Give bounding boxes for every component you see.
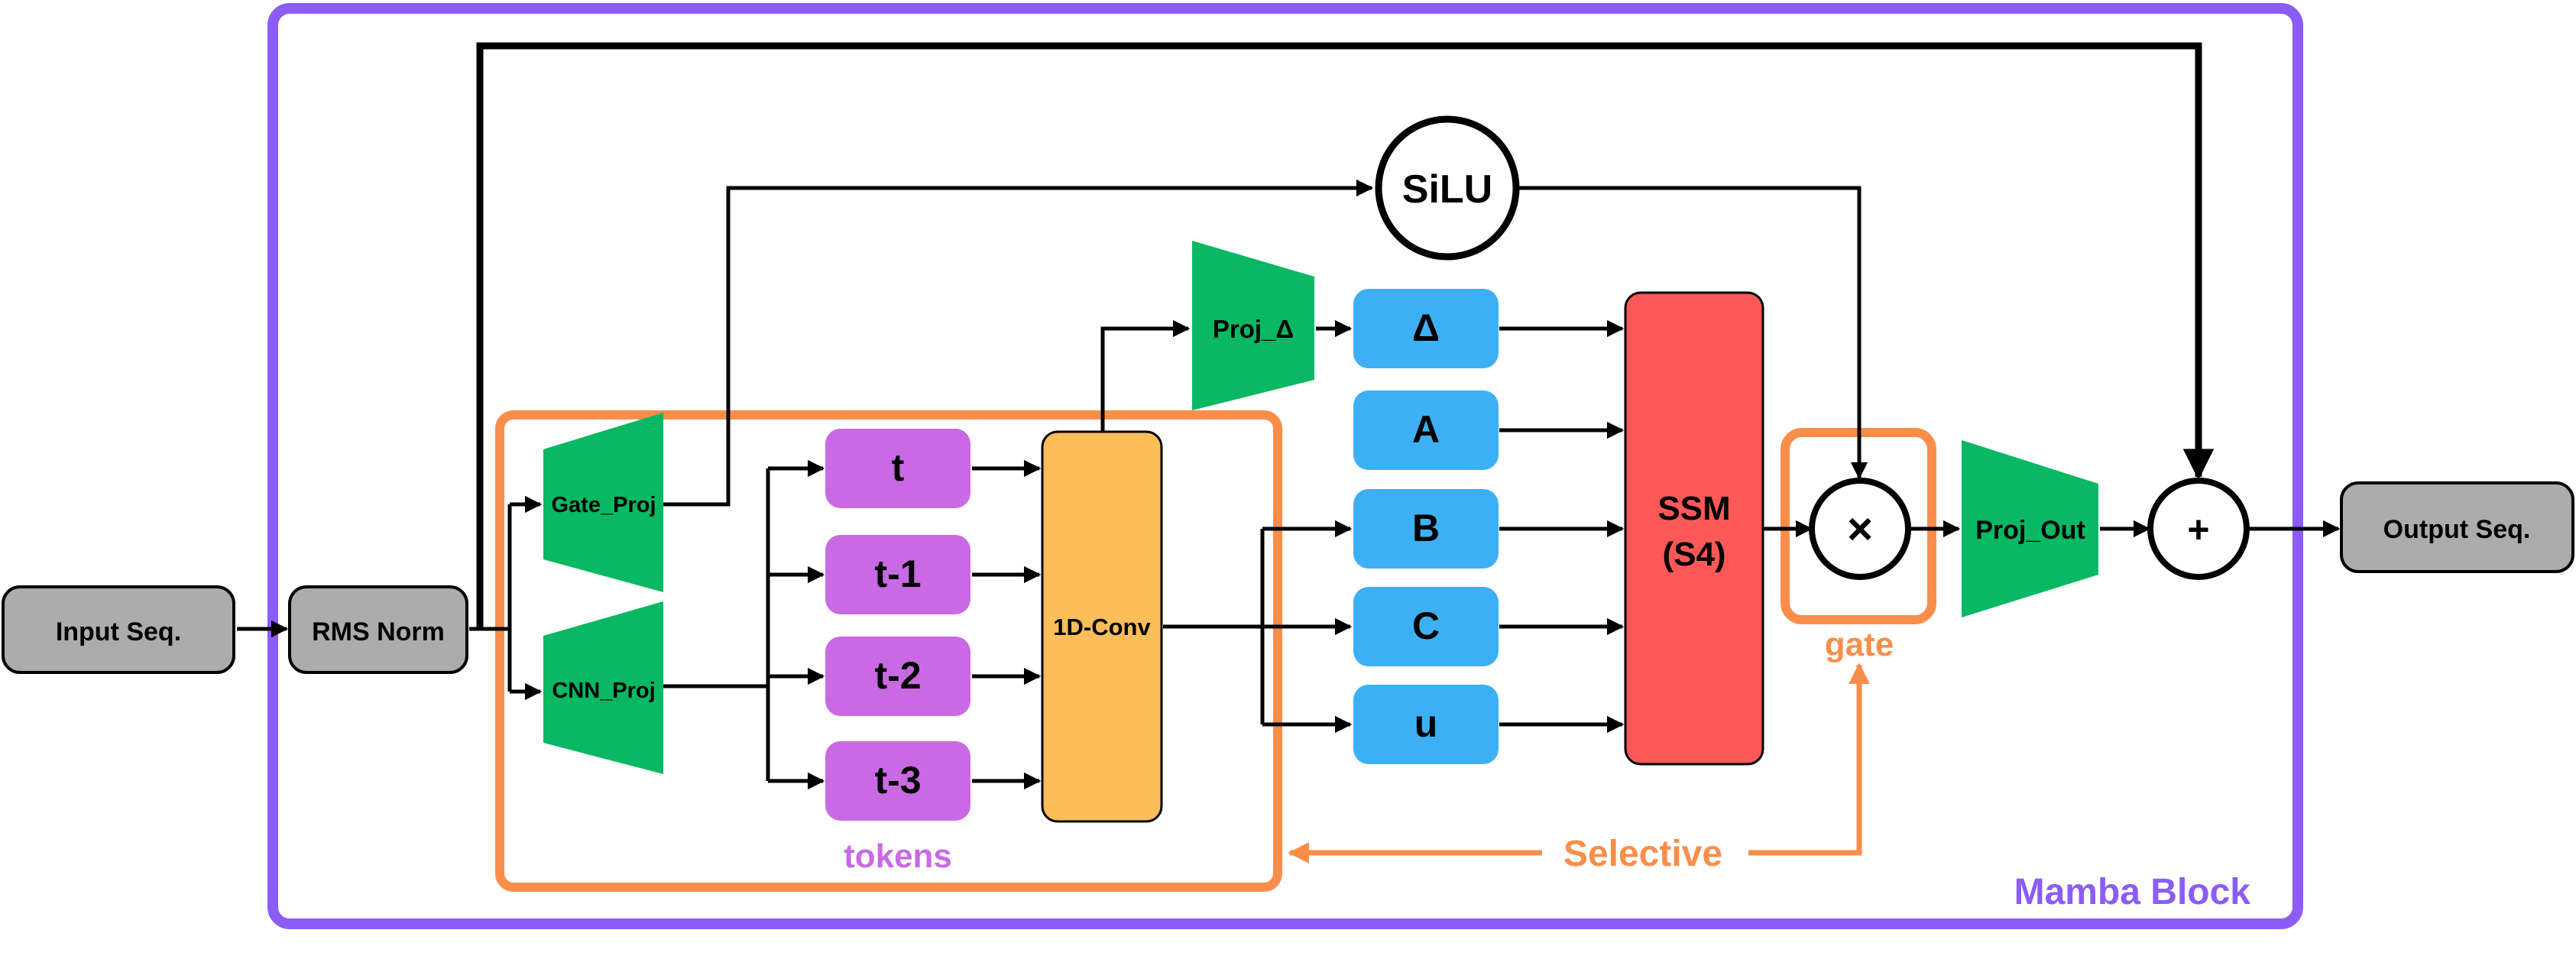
selective-connections (1288, 663, 1870, 863)
cnn-proj-trapezoid (543, 601, 663, 774)
token-t1-label: t-1 (874, 552, 921, 595)
selective-region (495, 410, 1282, 892)
arrow-conv-to-proj-delta (1100, 319, 1191, 432)
arrow-gate-proj-to-silu (663, 179, 1374, 507)
output-seq-node (2340, 481, 2574, 573)
token-t1 (825, 535, 970, 614)
add-node (2147, 478, 2250, 580)
arrow-selective-to-gate (1748, 663, 1870, 856)
output-seq-label: Output Seq. (2383, 515, 2531, 544)
conv-node (1041, 430, 1163, 823)
cnn-proj-label: CNN_Proj (552, 679, 655, 703)
multiply-node (1809, 478, 1911, 580)
token-t-label: t (892, 446, 905, 489)
ssm-node (1624, 291, 1764, 766)
selective-label: Selective (1563, 834, 1722, 874)
token-t3-label: t-3 (874, 759, 921, 802)
tokens-label: tokens (844, 838, 952, 875)
add-label: + (2187, 508, 2209, 551)
param-u-node (1353, 685, 1499, 764)
token-t3 (825, 741, 970, 821)
param-c-node (1353, 587, 1499, 666)
param-c-label: C (1412, 604, 1440, 647)
silu-label: SiLU (1402, 167, 1492, 212)
rms-norm-label: RMS Norm (312, 617, 445, 646)
gate-label: gate (1825, 626, 1894, 663)
param-delta-node (1353, 289, 1499, 368)
token-t2 (825, 637, 970, 716)
ssm-label-line2: (S4) (1662, 536, 1725, 573)
param-u-label: u (1414, 702, 1438, 745)
selective-label-bg (1545, 830, 1745, 877)
param-b-node (1353, 489, 1499, 569)
residual-skip-path (476, 42, 2215, 629)
conv-label: 1D-Conv (1053, 614, 1151, 640)
multiply-label: × (1847, 504, 1873, 554)
token-t2-label: t-2 (874, 654, 921, 697)
gate-proj-trapezoid (543, 413, 663, 592)
proj-delta-trapezoid (1192, 241, 1314, 410)
input-seq-node (2, 585, 235, 674)
param-a-node (1353, 390, 1499, 470)
input-seq-label: Input Seq. (56, 617, 181, 646)
token-t (825, 429, 970, 508)
proj-out-label: Proj_Out (1975, 516, 2085, 545)
mamba-block-border (267, 3, 2303, 929)
silu-node (1375, 115, 1520, 261)
proj-out-trapezoid (1962, 440, 2098, 617)
connections (237, 179, 2341, 790)
ssm-label-line1: SSM (1657, 490, 1730, 527)
param-b-label: B (1412, 507, 1440, 549)
arrow-silu-to-multiply (1519, 186, 1868, 480)
proj-delta-label: Proj_Δ (1213, 315, 1294, 343)
param-delta-label: Δ (1412, 306, 1440, 349)
param-a-label: A (1412, 408, 1440, 451)
rms-norm-node (288, 585, 468, 674)
mamba-block-label: Mamba Block (2014, 872, 2251, 912)
gate-proj-label: Gate_Proj (552, 493, 656, 517)
